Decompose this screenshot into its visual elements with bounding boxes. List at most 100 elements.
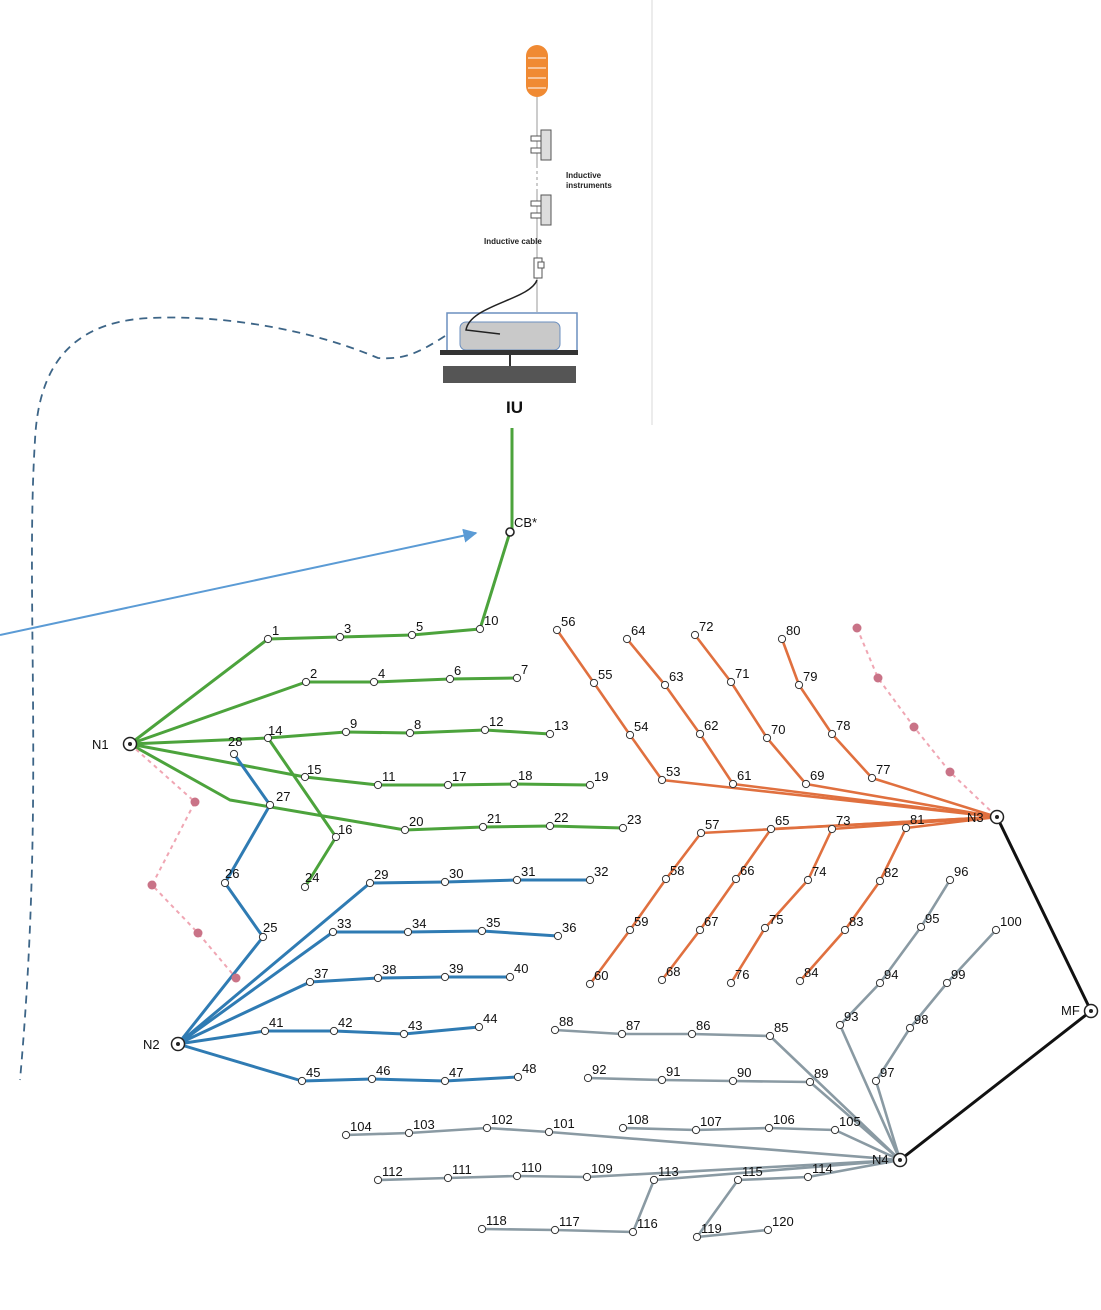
label-104: 104 xyxy=(350,1119,372,1134)
label-32: 32 xyxy=(594,864,608,879)
label-22: 22 xyxy=(554,810,568,825)
label-87: 87 xyxy=(626,1018,640,1033)
label-MF: MF xyxy=(1061,1003,1080,1018)
label-20: 20 xyxy=(409,814,423,829)
label-108: 108 xyxy=(627,1112,649,1127)
node-88 xyxy=(550,1025,560,1035)
pink-dot xyxy=(147,880,157,890)
link-green xyxy=(129,742,624,832)
node-17 xyxy=(443,780,453,790)
link-orange xyxy=(625,637,999,819)
node-6 xyxy=(445,674,455,684)
iu-base xyxy=(443,366,576,383)
node-73 xyxy=(827,824,837,834)
label-39: 39 xyxy=(449,961,463,976)
label-98: 98 xyxy=(914,1012,928,1027)
label-112: 112 xyxy=(382,1164,403,1179)
label-111: 111 xyxy=(452,1162,472,1177)
node-30 xyxy=(440,877,450,887)
label-69: 69 xyxy=(810,768,824,783)
label-14: 14 xyxy=(268,723,282,738)
node-118 xyxy=(477,1224,487,1234)
label-N1: N1 xyxy=(92,737,109,752)
node-113 xyxy=(649,1175,659,1185)
node-114 xyxy=(803,1172,813,1182)
label-88: 88 xyxy=(559,1014,573,1029)
label-43: 43 xyxy=(408,1018,422,1033)
node-106 xyxy=(764,1123,774,1133)
node-61 xyxy=(728,779,738,789)
coupler-clamp xyxy=(537,261,545,269)
label-95: 95 xyxy=(925,911,939,926)
node-37 xyxy=(305,977,315,987)
node-34 xyxy=(403,927,413,937)
label-92: 92 xyxy=(592,1062,606,1077)
node-72 xyxy=(690,630,700,640)
node-102 xyxy=(482,1123,492,1133)
dashed-cable xyxy=(19,316,446,1081)
hub-center-N1 xyxy=(128,742,132,746)
label-21: 21 xyxy=(487,811,501,826)
label-37: 37 xyxy=(314,966,328,981)
label-15: 15 xyxy=(307,762,321,777)
node-103 xyxy=(404,1128,414,1138)
label-3: 3 xyxy=(344,621,351,636)
node-112 xyxy=(373,1175,383,1185)
node-83 xyxy=(840,925,850,935)
node-33 xyxy=(328,927,338,937)
pink-dashed-line-left xyxy=(129,743,237,979)
label-29: 29 xyxy=(374,867,388,882)
node-29 xyxy=(365,878,375,888)
pink-dot xyxy=(873,673,883,683)
node-101 xyxy=(544,1127,554,1137)
node-95 xyxy=(916,922,926,932)
node-22 xyxy=(545,821,555,831)
node-CB xyxy=(505,527,515,537)
link-gray xyxy=(344,1126,902,1162)
node-56 xyxy=(552,625,562,635)
link-blue xyxy=(176,1025,481,1046)
pointer-arrow xyxy=(0,528,478,636)
node-39 xyxy=(440,972,450,982)
label-48: 48 xyxy=(522,1061,536,1076)
node-38 xyxy=(373,973,383,983)
label-118: 118 xyxy=(486,1213,507,1228)
node-57 xyxy=(696,828,706,838)
buoy-icon xyxy=(526,45,548,97)
node-63 xyxy=(660,680,670,690)
node-70 xyxy=(762,733,772,743)
node-16 xyxy=(331,832,341,842)
node-2 xyxy=(301,677,311,687)
label-5: 5 xyxy=(416,619,423,634)
label-89: 89 xyxy=(814,1066,828,1081)
node-99 xyxy=(942,978,952,988)
node-14 xyxy=(263,733,273,743)
iu-plate xyxy=(440,350,578,355)
label-33: 33 xyxy=(337,916,351,931)
label-8: 8 xyxy=(414,717,421,732)
node-82 xyxy=(875,876,885,886)
node-119 xyxy=(692,1232,702,1242)
label-45: 45 xyxy=(306,1065,320,1080)
node-74 xyxy=(803,875,813,885)
link-green xyxy=(128,742,592,787)
label-93: 93 xyxy=(844,1009,858,1024)
link-orange xyxy=(780,637,999,819)
label-119: 119 xyxy=(701,1221,722,1236)
node-94 xyxy=(875,978,885,988)
label-56: 56 xyxy=(561,614,575,629)
label-115: 115 xyxy=(742,1164,763,1179)
label-inductive-cable: Inductive cable xyxy=(484,237,542,246)
label-16: 16 xyxy=(338,822,352,837)
node-26 xyxy=(220,878,230,888)
label-26: 26 xyxy=(225,866,239,881)
label-iu: IU xyxy=(506,398,523,417)
label-10: 10 xyxy=(484,613,498,628)
label-82: 82 xyxy=(884,865,898,880)
node-35 xyxy=(477,926,487,936)
node-86 xyxy=(687,1029,697,1039)
node-111 xyxy=(443,1173,453,1183)
label-N4: N4 xyxy=(872,1152,889,1167)
label-71: 71 xyxy=(735,666,749,681)
